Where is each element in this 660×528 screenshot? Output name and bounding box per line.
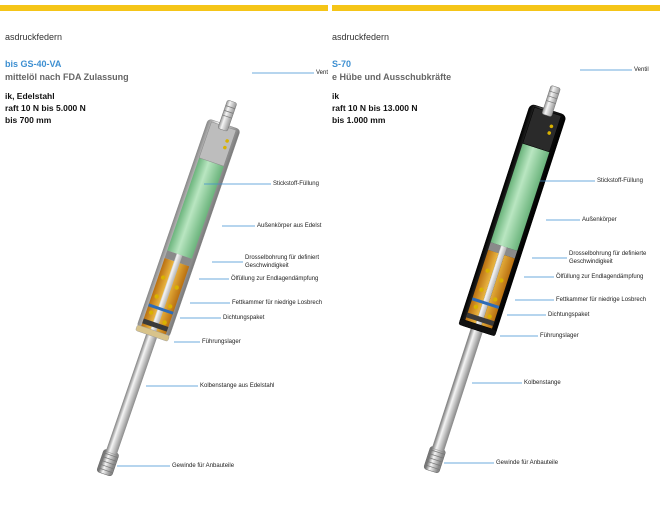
callout-outer-body: Außenkörper aus Edelst	[257, 223, 322, 229]
valve	[218, 100, 237, 132]
oil-chamber-right	[156, 263, 190, 335]
yellow-top-bar	[332, 5, 660, 11]
callout-outer-body: Außenkörper	[582, 217, 617, 223]
thread-end	[423, 446, 446, 473]
spec-line-stroke: bis 700 mm	[5, 115, 52, 125]
callout-rod: Kolbenstange aus Edelstahl	[200, 383, 275, 389]
callout-throttle-line1: Drosselbohrung für definiert	[245, 255, 320, 261]
callout-throttle: Drosselbohrung für definierte Geschwindi…	[569, 250, 646, 266]
spec-line-force: raft 10 N bis 13.000 N	[332, 103, 418, 113]
yellow-top-bar	[0, 5, 328, 11]
callout-nitrogen: Stickstoff-Füllung	[597, 178, 643, 184]
callout-valve: Ventil	[634, 67, 649, 73]
spec-line-stroke: bis 1.000 mm	[332, 115, 386, 125]
page-heading: asdruckfedern	[5, 32, 63, 42]
thread-end	[96, 449, 119, 477]
nitrogen-chamber	[490, 143, 550, 251]
piston-rod	[431, 326, 484, 453]
callout-throttle: Drosselbohrung für definiert Geschwindig…	[245, 254, 319, 270]
callout-leader-lines	[444, 69, 632, 464]
callout-grease: Fettkammer für niedrige Losbrech	[232, 300, 323, 306]
page-heading: asdruckfedern	[332, 32, 390, 42]
series-subtitle: mittelöl nach FDA Zulassung	[5, 72, 129, 82]
seal-pack	[142, 318, 169, 332]
oil-chamber-left	[465, 249, 499, 324]
callout-grease: Fettkammer für niedrige Losbrech	[556, 297, 647, 303]
callout-rod: Kolbenstange	[524, 380, 561, 386]
callout-oil: Ölfüllung zur Endlagendämpfung	[556, 274, 644, 280]
callout-leader-lines	[117, 72, 314, 467]
callout-throttle-line2: Geschwindigkeit	[569, 259, 613, 265]
spec-line-force: raft 10 N bis 5.000 N	[5, 103, 86, 113]
callout-valve: Ventil	[316, 70, 328, 76]
series-subtitle: e Hübe und Ausschubkräfte	[332, 72, 452, 82]
gas-spring-cutaway-illustration	[96, 72, 314, 477]
callout-thread: Gewinde für Anbauteile	[172, 463, 235, 469]
oil-chamber-right	[481, 255, 515, 329]
callout-guide: Führungslager	[202, 339, 241, 345]
series-name: bis GS-40-VA	[5, 59, 62, 69]
callout-thread: Gewinde für Anbauteile	[496, 460, 559, 466]
callout-throttle-line2: Geschwindigkeit	[245, 263, 289, 269]
series-name: S-70	[332, 59, 352, 69]
callout-seal: Dichtungspaket	[223, 315, 265, 321]
spec-line-material: ik	[332, 91, 340, 101]
callout-throttle-line1: Drosselbohrung für definierte	[569, 251, 647, 257]
callout-oil: Ölfüllung zur Endlagendämpfung	[231, 276, 319, 282]
valve-cap	[198, 121, 237, 167]
callout-nitrogen: Stickstoff-Füllung	[273, 181, 319, 187]
callout-guide: Führungslager	[540, 333, 579, 339]
piston-rod	[105, 330, 159, 456]
spec-line-material: ik, Edelstahl	[5, 91, 55, 101]
gas-spring-cutaway-illustration	[423, 69, 632, 473]
nitrogen-chamber	[167, 157, 224, 259]
black-gas-spring-panel: asdruckfedern S-70 e Hübe und Ausschubkr…	[332, 0, 660, 528]
stainless-gas-spring-panel: asdruckfedern bis GS-40-VA mittelöl nach…	[0, 0, 328, 528]
seal-pack	[466, 312, 495, 327]
callout-seal: Dichtungspaket	[548, 312, 590, 318]
valve	[542, 85, 561, 117]
